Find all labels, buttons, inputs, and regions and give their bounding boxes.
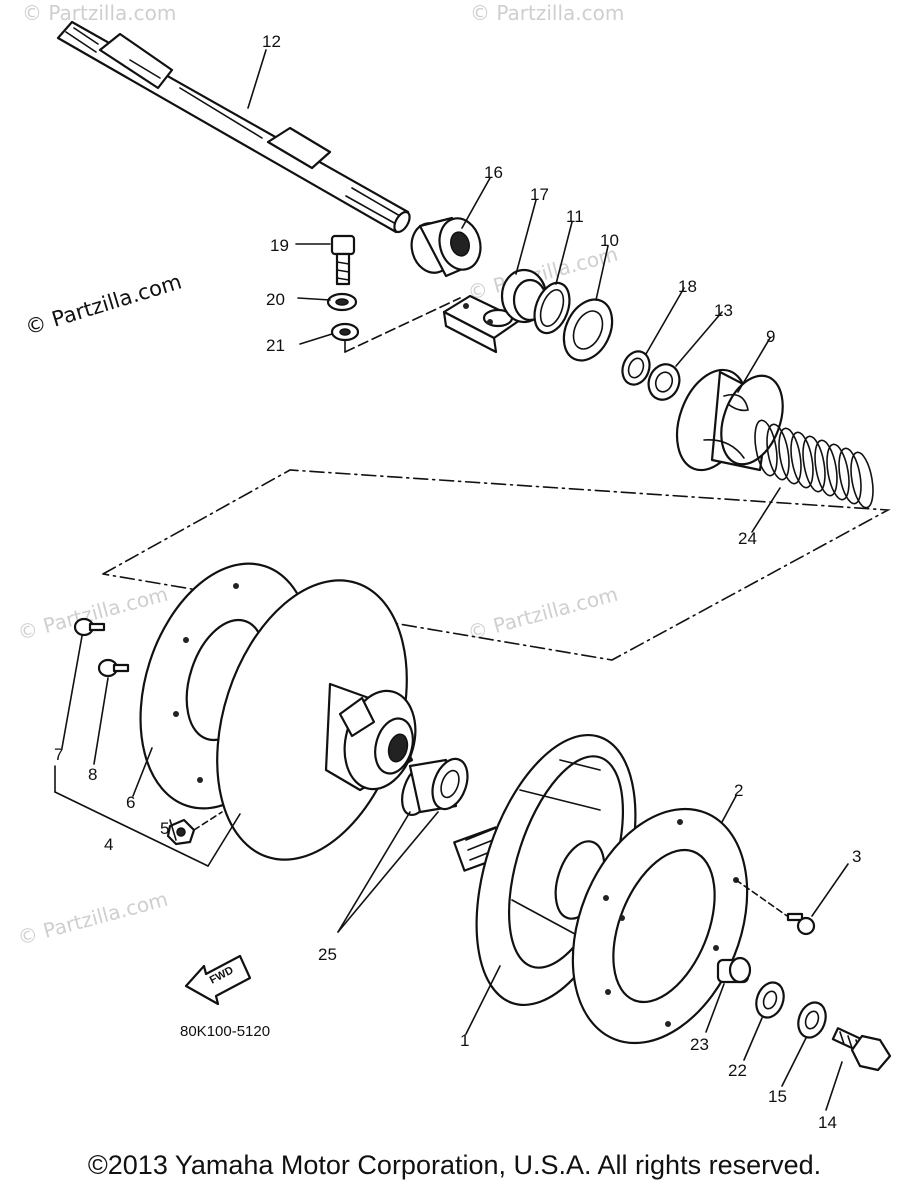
part-label-16: 16 bbox=[484, 163, 503, 182]
faded-watermark: © Partzilla.com bbox=[22, 1, 176, 25]
assembly-leader-outline bbox=[102, 469, 891, 661]
bearing-part-16 bbox=[410, 216, 482, 278]
part-label-1: 1 bbox=[460, 1031, 469, 1050]
washer-part-20 bbox=[326, 292, 358, 312]
screw-part-7 bbox=[73, 617, 106, 637]
callout-leaders bbox=[54, 49, 849, 1111]
washer-part-22 bbox=[755, 981, 785, 1019]
part-label-5: 5 bbox=[160, 819, 169, 838]
circlip-part-11 bbox=[533, 281, 571, 335]
plate-part-2 bbox=[571, 807, 749, 1045]
part-label-2: 2 bbox=[734, 781, 743, 800]
fwd-arrow-icon: FWD bbox=[184, 954, 252, 1006]
spring-part-24 bbox=[754, 419, 874, 509]
clip-part-18 bbox=[621, 350, 651, 386]
screw-part-3 bbox=[786, 912, 816, 936]
bolt-part-14 bbox=[831, 1027, 892, 1072]
bushing-part-25 bbox=[401, 757, 469, 816]
part-label-6: 6 bbox=[126, 793, 135, 812]
part-number-labels: 12 16 17 11 10 19 20 21 18 13 9 24 7 8 6… bbox=[54, 32, 861, 1132]
collar-part-23 bbox=[716, 956, 752, 984]
faded-watermark: © Partzilla.com bbox=[15, 582, 170, 645]
shaft-part-12 bbox=[56, 20, 411, 234]
part-label-12: 12 bbox=[262, 32, 281, 51]
dashed-leader bbox=[193, 811, 223, 831]
part-label-22: 22 bbox=[728, 1061, 747, 1080]
part-label-21: 21 bbox=[266, 336, 285, 355]
part-label-8: 8 bbox=[88, 765, 97, 784]
part-label-19: 19 bbox=[270, 236, 289, 255]
faded-watermark: © Partzilla.com bbox=[465, 582, 620, 645]
bearing-housing-part-17 bbox=[442, 268, 548, 354]
dashed-leader bbox=[735, 879, 791, 919]
part-label-24: 24 bbox=[738, 529, 757, 548]
part-label-20: 20 bbox=[266, 290, 285, 309]
part-label-23: 23 bbox=[690, 1035, 709, 1054]
bolt-part-19 bbox=[330, 234, 356, 286]
partzilla-watermark: © Partzilla.com bbox=[22, 269, 184, 339]
part-label-25: 25 bbox=[318, 945, 337, 964]
part-label-14: 14 bbox=[818, 1113, 837, 1132]
part-label-3: 3 bbox=[852, 847, 861, 866]
sheave-part-4 bbox=[216, 579, 417, 861]
part-label-15: 15 bbox=[768, 1087, 787, 1106]
dashed-leader bbox=[344, 297, 461, 353]
cam-part-9 bbox=[675, 368, 784, 472]
part-label-4: 4 bbox=[104, 835, 113, 854]
drawing-code: 80K100-5120 bbox=[180, 1023, 270, 1040]
copyright-notice: ©2013 Yamaha Motor Corporation, U.S.A. A… bbox=[87, 1150, 822, 1180]
part-label-11: 11 bbox=[566, 207, 584, 226]
part-label-13: 13 bbox=[714, 301, 733, 320]
nut-part-5 bbox=[166, 818, 196, 846]
part-label-9: 9 bbox=[766, 327, 775, 346]
washer-part-21 bbox=[330, 322, 360, 342]
part-label-17: 17 bbox=[530, 185, 549, 204]
washer-part-10 bbox=[562, 298, 614, 362]
part-label-7: 7 bbox=[54, 745, 63, 764]
washer-part-13 bbox=[647, 363, 681, 401]
faded-watermark: © Partzilla.com bbox=[15, 887, 170, 950]
screw-part-8 bbox=[97, 658, 130, 678]
part-label-18: 18 bbox=[678, 277, 697, 296]
faded-watermark: © Partzilla.com bbox=[470, 1, 624, 25]
washer-part-15 bbox=[797, 1001, 827, 1039]
part-label-10: 10 bbox=[600, 231, 619, 250]
